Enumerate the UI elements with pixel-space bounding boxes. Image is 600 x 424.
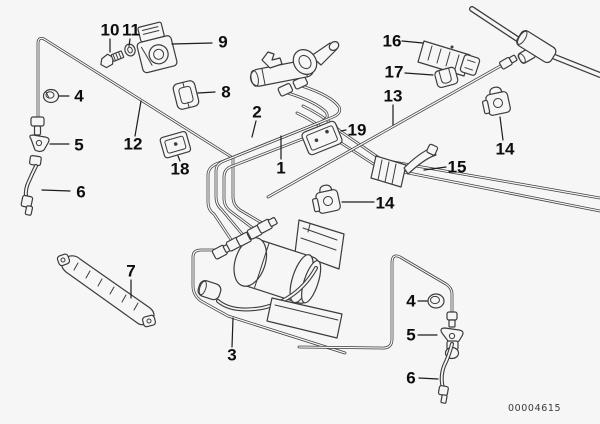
callout-7[interactable]: 7 <box>126 261 136 281</box>
callout-17[interactable]: 17 <box>384 62 404 82</box>
callout-18[interactable]: 18 <box>170 159 190 179</box>
bracket-7 <box>56 253 157 328</box>
callout-leader-lines <box>41 38 504 380</box>
clamp-19 <box>301 120 343 156</box>
clamp-17 <box>434 66 459 89</box>
callout-4-left[interactable]: 4 <box>74 86 84 106</box>
bracket-16 <box>417 40 481 77</box>
abs-hydro-unit <box>197 219 345 339</box>
callout-1[interactable]: 1 <box>276 158 286 178</box>
callout-6-left[interactable]: 6 <box>76 182 86 202</box>
washer-11 <box>124 43 136 57</box>
callout-5-left[interactable]: 5 <box>74 135 84 155</box>
bracket-5-left <box>29 134 50 153</box>
master-cylinder <box>249 41 340 97</box>
grommet-4-right <box>427 293 445 309</box>
left-pipe-end-fitting <box>30 116 45 136</box>
callout-14-right[interactable]: 14 <box>495 139 515 159</box>
callout-15[interactable]: 15 <box>447 157 467 177</box>
bolt-10 <box>100 50 125 69</box>
hose-tee-assembly <box>472 9 600 75</box>
callout-3[interactable]: 3 <box>227 345 237 365</box>
pipe-end-fitting-right <box>446 311 458 328</box>
callout-16[interactable]: 16 <box>382 31 402 51</box>
bracket-15 <box>370 143 439 188</box>
callout-8[interactable]: 8 <box>221 82 231 102</box>
clamp-18 <box>159 130 192 159</box>
pipe-unions <box>211 216 278 260</box>
clamp-8 <box>172 80 200 110</box>
callout-5-right[interactable]: 5 <box>406 325 416 345</box>
hose-6-right <box>437 340 460 404</box>
callout-2[interactable]: 2 <box>252 102 262 122</box>
callout-6-right[interactable]: 6 <box>406 368 416 388</box>
callout-13[interactable]: 13 <box>383 86 403 106</box>
callout-14-center[interactable]: 14 <box>375 193 395 213</box>
callout-19[interactable]: 19 <box>347 120 367 140</box>
callout-12[interactable]: 12 <box>123 134 143 154</box>
bracket-5-right <box>440 327 464 344</box>
pressure-regulator-9 <box>136 21 178 74</box>
callout-11[interactable]: 11 <box>122 20 140 40</box>
grommet-4-left <box>42 88 60 104</box>
callout-10[interactable]: 10 <box>100 20 120 40</box>
diagram-image-code: 00004615 <box>508 403 562 414</box>
callout-4-right[interactable]: 4 <box>406 291 416 311</box>
clamp-14-right <box>481 86 511 116</box>
callout-9[interactable]: 9 <box>218 32 228 52</box>
hose-6-left <box>20 155 42 216</box>
clamp-14-center <box>311 184 341 214</box>
